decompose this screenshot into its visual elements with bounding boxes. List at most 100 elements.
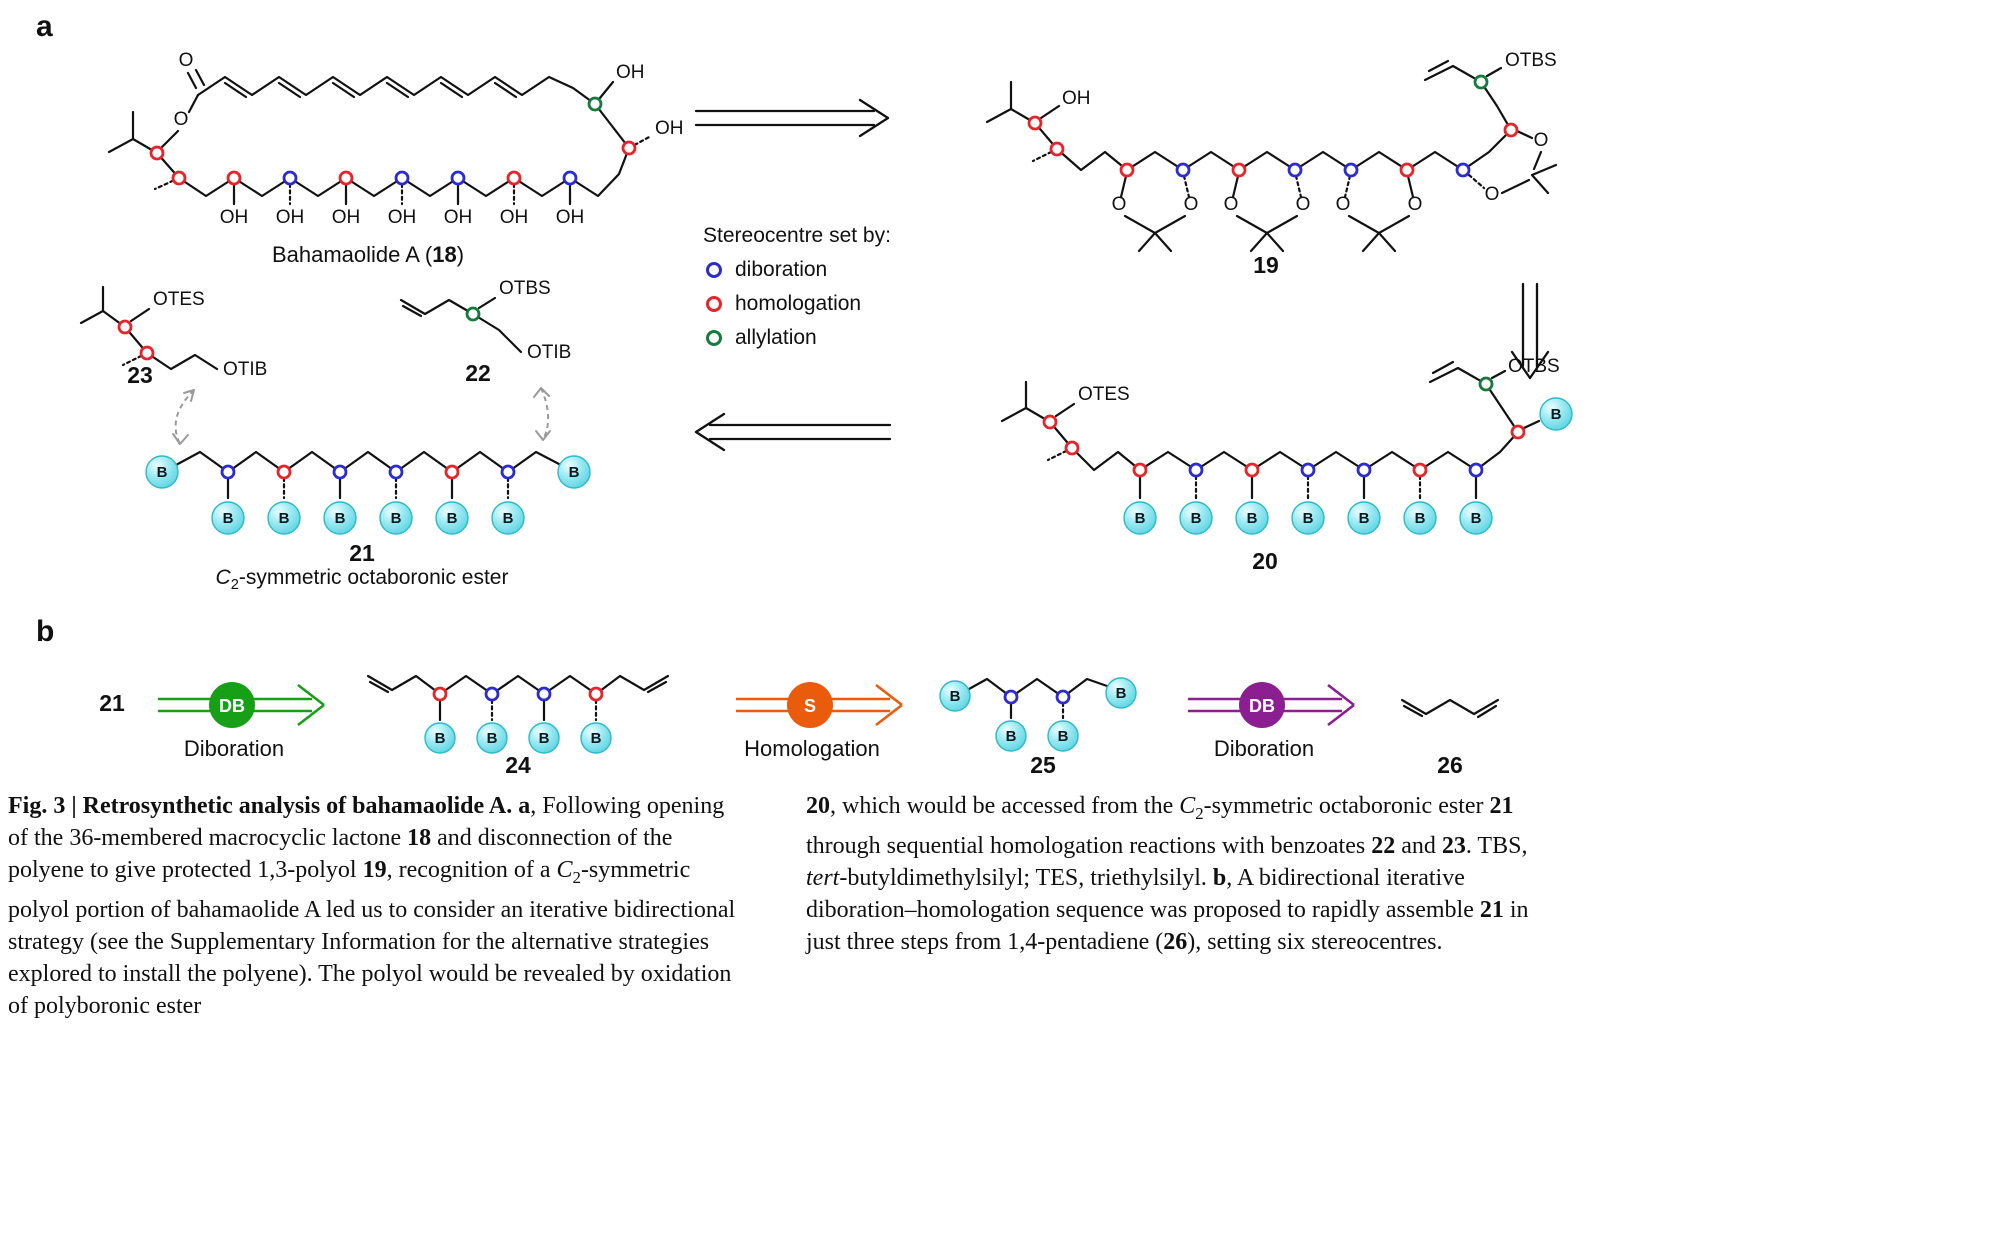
oh-label: OH bbox=[616, 62, 645, 83]
stereocenter-homologation-dot bbox=[1231, 162, 1247, 178]
svg-text:B: B bbox=[1191, 510, 1202, 527]
oh-label: OH bbox=[388, 207, 417, 228]
boron-sphere: B bbox=[1179, 501, 1213, 535]
retro-arrow-right bbox=[688, 96, 898, 147]
stereocenter-homologation-dot bbox=[139, 345, 155, 361]
boron-sphere: B bbox=[267, 501, 301, 535]
legend-item-homologation: homologation bbox=[703, 292, 891, 316]
compound-20-label: 20 bbox=[1252, 548, 1278, 574]
reaction-arrow-homologation: S bbox=[728, 675, 908, 740]
stereocenter-diboration-dot bbox=[1055, 689, 1071, 705]
stereocenter-diboration-dot bbox=[562, 170, 578, 186]
boron-sphere: B bbox=[379, 501, 413, 535]
svg-text:B: B bbox=[391, 510, 402, 527]
stereocenter-homologation-dot bbox=[1510, 424, 1526, 440]
stereocenter-diboration-dot bbox=[332, 464, 348, 480]
stereocenter-homologation-dot bbox=[117, 319, 133, 335]
stereocenter-homologation-dot bbox=[432, 686, 448, 702]
stereocenter-diboration-dot bbox=[220, 464, 236, 480]
structure-bahamaolide-18: O O OH OH OH OH OH OH OH OH OH bbox=[55, 20, 695, 240]
oh-label: OH bbox=[500, 207, 529, 228]
svg-text:B: B bbox=[569, 464, 580, 481]
stereocenter-homologation-dot bbox=[276, 464, 292, 480]
stereocenter-homologation-dot bbox=[1049, 141, 1065, 157]
compound-23-label: 23 bbox=[127, 362, 153, 388]
stereocenter-homologation-dot bbox=[588, 686, 604, 702]
reaction-label-homologation: Homologation bbox=[744, 736, 880, 761]
legend-item-diboration: diboration bbox=[703, 258, 891, 282]
svg-text:B: B bbox=[591, 730, 602, 747]
boron-sphere: B bbox=[476, 722, 508, 754]
svg-text:B: B bbox=[223, 510, 234, 527]
stereocenter-homologation-dot bbox=[1042, 414, 1058, 430]
stereocenter-homologation-dot bbox=[444, 464, 460, 480]
skeleton-bonds-26 bbox=[1400, 698, 1500, 719]
panel-a-label: a bbox=[36, 10, 53, 43]
boron-sphere: B bbox=[1235, 501, 1269, 535]
diboration-dot-icon bbox=[706, 262, 722, 278]
acetonide-o-label: O bbox=[1534, 130, 1549, 151]
stereocenter-diboration-dot bbox=[450, 170, 466, 186]
compound-24-label: 24 bbox=[505, 752, 531, 778]
svg-text:B: B bbox=[539, 730, 550, 747]
boron-sphere: B bbox=[580, 722, 612, 754]
carbonyl-o-label: O bbox=[179, 50, 194, 71]
otib-label: OTIB bbox=[223, 359, 267, 380]
stereocenter-homologation-dot bbox=[1132, 462, 1148, 478]
stereocenter-homologation-dot bbox=[1064, 440, 1080, 456]
otib-label: OTIB bbox=[527, 342, 571, 363]
reaction-badge bbox=[209, 682, 255, 728]
stereocenter-homologation-dot bbox=[226, 170, 242, 186]
svg-text:B: B bbox=[1415, 510, 1426, 527]
compound-26-label: 26 bbox=[1437, 752, 1463, 778]
boron-sphere: B bbox=[1123, 501, 1157, 535]
acetonide-o-label: O bbox=[1296, 194, 1311, 215]
skeleton-bonds-21 bbox=[174, 450, 561, 500]
bahamaolide-caption: Bahamaolide A (18) bbox=[271, 242, 465, 267]
oh-label: OH bbox=[276, 207, 305, 228]
stereocenter-diboration-dot bbox=[1175, 162, 1191, 178]
acetonide-o-label: O bbox=[1184, 194, 1199, 215]
acetonide-o-label: O bbox=[1485, 184, 1500, 205]
stereocenter-allylation-dot bbox=[1478, 376, 1494, 392]
svg-text:B: B bbox=[1359, 510, 1370, 527]
stereocenter-diboration-dot bbox=[1188, 462, 1204, 478]
compound-21-caption: C2-symmetric octaboronic ester bbox=[215, 566, 509, 594]
skeleton-bonds-24 bbox=[366, 674, 670, 722]
otes-label: OTES bbox=[1078, 384, 1130, 405]
stereocenter-diboration-dot bbox=[388, 464, 404, 480]
svg-text:B: B bbox=[1303, 510, 1314, 527]
stereocenter-diboration-dot bbox=[282, 170, 298, 186]
legend-item-label: homologation bbox=[735, 292, 862, 315]
boron-sphere: B bbox=[1047, 720, 1079, 752]
disconnection-arrow-left bbox=[150, 382, 222, 459]
stereocenter-diboration-dot bbox=[1343, 162, 1359, 178]
reaction-label-diboration-2: Diboration bbox=[1213, 736, 1315, 761]
oh-label: OH bbox=[444, 207, 473, 228]
boron-sphere: B bbox=[1291, 501, 1325, 535]
oh-label: OH bbox=[655, 118, 684, 139]
svg-text:B: B bbox=[487, 730, 498, 747]
reaction-arrow-diboration-1: DB bbox=[150, 675, 330, 740]
allylation-dot-icon bbox=[706, 330, 722, 346]
otbs-label: OTBS bbox=[499, 278, 551, 299]
oh-label: OH bbox=[332, 207, 361, 228]
reaction-badge bbox=[1239, 682, 1285, 728]
svg-text:B: B bbox=[950, 688, 961, 705]
svg-text:B: B bbox=[1116, 685, 1127, 702]
reaction-badge-label: S bbox=[804, 696, 816, 716]
svg-text:B: B bbox=[335, 510, 346, 527]
stereocenter-diboration-dot bbox=[1468, 462, 1484, 478]
structure-23: OTES OTIB bbox=[45, 275, 295, 410]
stereocenter-homologation-dot bbox=[1399, 162, 1415, 178]
oh-label: OH bbox=[220, 207, 249, 228]
stereocenter-homologation-dot bbox=[1244, 462, 1260, 478]
stereocenter-allylation-dot bbox=[1473, 74, 1489, 90]
legend: Stereocentre set by: diboration homologa… bbox=[703, 224, 891, 350]
boron-sphere: B bbox=[211, 501, 245, 535]
svg-text:B: B bbox=[279, 510, 290, 527]
panel-b-label: b bbox=[36, 615, 55, 648]
svg-text:B: B bbox=[435, 730, 446, 747]
boron-sphere: B bbox=[557, 455, 591, 489]
stereocenter-diboration-dot bbox=[484, 686, 500, 702]
